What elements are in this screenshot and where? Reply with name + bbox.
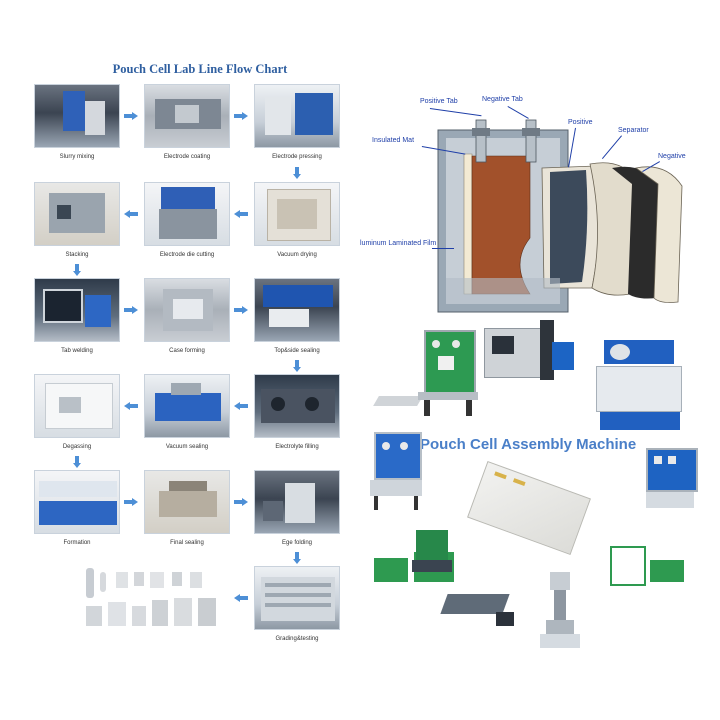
vacuum-mixer-image bbox=[540, 572, 580, 652]
vacuum-sealer-photo bbox=[144, 374, 230, 438]
glovebox-photo bbox=[254, 374, 340, 438]
pouch-cell-image bbox=[467, 460, 591, 556]
green-press-machine-image bbox=[412, 530, 452, 574]
step-vacuum-sealing: Vacuum sealing bbox=[144, 374, 230, 450]
step-electrode-pressing: Electrode pressing bbox=[254, 84, 340, 160]
step-label: Electrolyte filling bbox=[275, 444, 319, 450]
arrow-left-icon bbox=[234, 594, 248, 602]
step-label: Top&side sealing bbox=[274, 348, 320, 354]
step-edge-folding: Ege folding bbox=[254, 470, 340, 546]
control-box-image bbox=[646, 448, 698, 510]
step-grading-testing: Grading&testing bbox=[254, 566, 340, 642]
step-label: Tab welding bbox=[61, 348, 93, 354]
stacking-machine-photo bbox=[34, 182, 120, 246]
step-electrode-die-cutting: Electrode die cutting bbox=[144, 182, 230, 258]
cell-cutaway-drawing bbox=[437, 119, 683, 313]
step-formation: Formation bbox=[34, 470, 120, 546]
green-frame-machine-image bbox=[610, 546, 686, 592]
pouch-cell-samples-image bbox=[78, 560, 240, 634]
arrow-right-icon bbox=[234, 498, 248, 506]
step-top-side-sealing: Top&side sealing bbox=[254, 278, 340, 354]
laptop-image bbox=[496, 612, 514, 626]
arrow-down-icon bbox=[293, 552, 301, 564]
arrow-right-icon bbox=[124, 306, 138, 314]
tab-welder-photo bbox=[34, 278, 120, 342]
die-cutter-photo bbox=[144, 182, 230, 246]
step-label: Formation bbox=[63, 540, 91, 546]
battery-tester-image bbox=[440, 594, 510, 614]
separator-label: Separator bbox=[618, 127, 649, 134]
step-degassing: Degassing bbox=[34, 374, 120, 450]
step-label: Degassing bbox=[62, 444, 92, 450]
arrow-right-icon bbox=[234, 306, 248, 314]
slurry-mixer-photo bbox=[34, 84, 120, 148]
metal-strip-image bbox=[373, 396, 423, 406]
insulated-mat-label: Insulated Mat bbox=[372, 137, 415, 144]
assembly-machine-title: Pouch Cell Assembly Machine bbox=[420, 436, 637, 453]
arrow-down-icon bbox=[293, 167, 301, 179]
arrow-left-icon bbox=[124, 210, 138, 218]
step-label: Vacuum drying bbox=[277, 252, 317, 258]
step-slurry-mixing: Slurry mixing bbox=[34, 84, 120, 160]
vacuum-oven-photo bbox=[254, 182, 340, 246]
arrow-left-icon bbox=[234, 210, 248, 218]
blue-cabinet-machine-image bbox=[370, 432, 424, 512]
positive-label: Positive bbox=[568, 119, 593, 126]
blue-frame-machine-image bbox=[596, 340, 684, 432]
step-label: Grading&testing bbox=[275, 636, 319, 642]
step-electrolyte-filling: Electrolyte filling bbox=[254, 374, 340, 450]
leader-line bbox=[432, 248, 454, 249]
arrow-left-icon bbox=[234, 402, 248, 410]
step-label: Electrode coating bbox=[163, 154, 211, 160]
negative-label: Negative bbox=[658, 153, 686, 160]
degassing-machine-photo bbox=[34, 374, 120, 438]
positive-tab-label: Positive Tab bbox=[420, 98, 458, 105]
green-sealer-machine-image bbox=[418, 330, 478, 416]
step-label: Case forming bbox=[169, 348, 205, 354]
roller-press-photo bbox=[254, 84, 340, 148]
electrode-coater-photo bbox=[144, 84, 230, 148]
pouch-cell-structure-diagram: Positive Tab Negative Tab Insulated Mat … bbox=[360, 88, 698, 316]
step-label: Final sealing bbox=[170, 540, 204, 546]
top-side-sealer-photo bbox=[254, 278, 340, 342]
spot-welder-image bbox=[484, 320, 576, 390]
step-case-forming: Case forming bbox=[144, 278, 230, 354]
flow-chart-title: Pouch Cell Lab Line Flow Chart bbox=[112, 62, 288, 76]
edge-folder-photo bbox=[254, 470, 340, 534]
arrow-left-icon bbox=[124, 402, 138, 410]
step-label: Electrode pressing bbox=[272, 154, 322, 160]
step-label: Electrode die cutting bbox=[159, 252, 215, 258]
grading-cabinet-photo bbox=[254, 566, 340, 630]
arrow-down-icon bbox=[293, 360, 301, 372]
arrow-down-icon bbox=[73, 264, 81, 276]
arrow-right-icon bbox=[124, 498, 138, 506]
step-label: Stacking bbox=[65, 252, 89, 258]
step-label: Slurry mixing bbox=[59, 154, 95, 160]
laminated-film-label: luminum Laminated Film bbox=[360, 240, 437, 247]
arrow-down-icon bbox=[73, 456, 81, 468]
arrow-right-icon bbox=[234, 112, 248, 120]
negative-tab-label: Negative Tab bbox=[482, 96, 523, 103]
arrow-right-icon bbox=[124, 112, 138, 120]
formation-tester-photo bbox=[34, 470, 120, 534]
step-stacking: Stacking bbox=[34, 182, 120, 258]
step-electrode-coating: Electrode coating bbox=[144, 84, 230, 160]
step-label: Ege folding bbox=[281, 540, 313, 546]
step-label: Vacuum sealing bbox=[165, 444, 209, 450]
final-sealer-photo bbox=[144, 470, 230, 534]
step-final-sealing: Final sealing bbox=[144, 470, 230, 546]
step-tab-welding: Tab welding bbox=[34, 278, 120, 354]
step-vacuum-drying: Vacuum drying bbox=[254, 182, 340, 258]
case-former-photo bbox=[144, 278, 230, 342]
